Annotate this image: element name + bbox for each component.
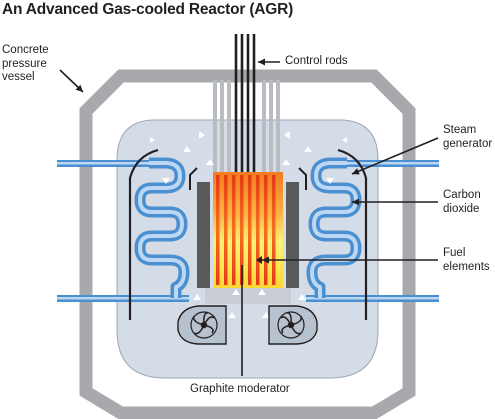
steam-generator-right — [306, 157, 362, 298]
circulator-fan-icon — [277, 311, 305, 339]
fuel-elements — [216, 175, 276, 285]
circulator-right — [268, 305, 318, 345]
label-control-rods: Control rods — [285, 55, 348, 67]
graphite-moderator — [189, 167, 307, 288]
control-rods — [234, 34, 256, 172]
label-concrete-pressure-vessel: Concrete pressure vessel — [2, 44, 49, 83]
circulator-fan-icon — [190, 311, 218, 339]
fuel-elements-arrowhead — [256, 256, 262, 264]
callout-lines — [59, 58, 439, 376]
core-support — [205, 288, 291, 304]
label-graphite-moderator: Graphite moderator — [190, 383, 290, 395]
label-fuel-elements: Fuel elements — [443, 247, 490, 273]
label-steam-generator: Steam generator — [443, 124, 493, 150]
label-carbon-dioxide: Carbon dioxide — [443, 189, 481, 215]
steam-generator-arrow — [351, 137, 439, 175]
concrete-pressure-vessel — [79, 69, 416, 419]
pipes — [57, 160, 439, 302]
reactor-core — [213, 172, 283, 288]
diagram-title: An Advanced Gas-cooled Reactor (AGR) — [2, 1, 294, 18]
charge-tubes — [213, 80, 280, 172]
gas-baffles — [128, 148, 368, 320]
gas-flow-arrows — [150, 131, 347, 318]
steam-generator-left — [134, 157, 190, 298]
pressure-vessel-arrow — [59, 69, 84, 93]
circulator-left — [177, 305, 227, 345]
